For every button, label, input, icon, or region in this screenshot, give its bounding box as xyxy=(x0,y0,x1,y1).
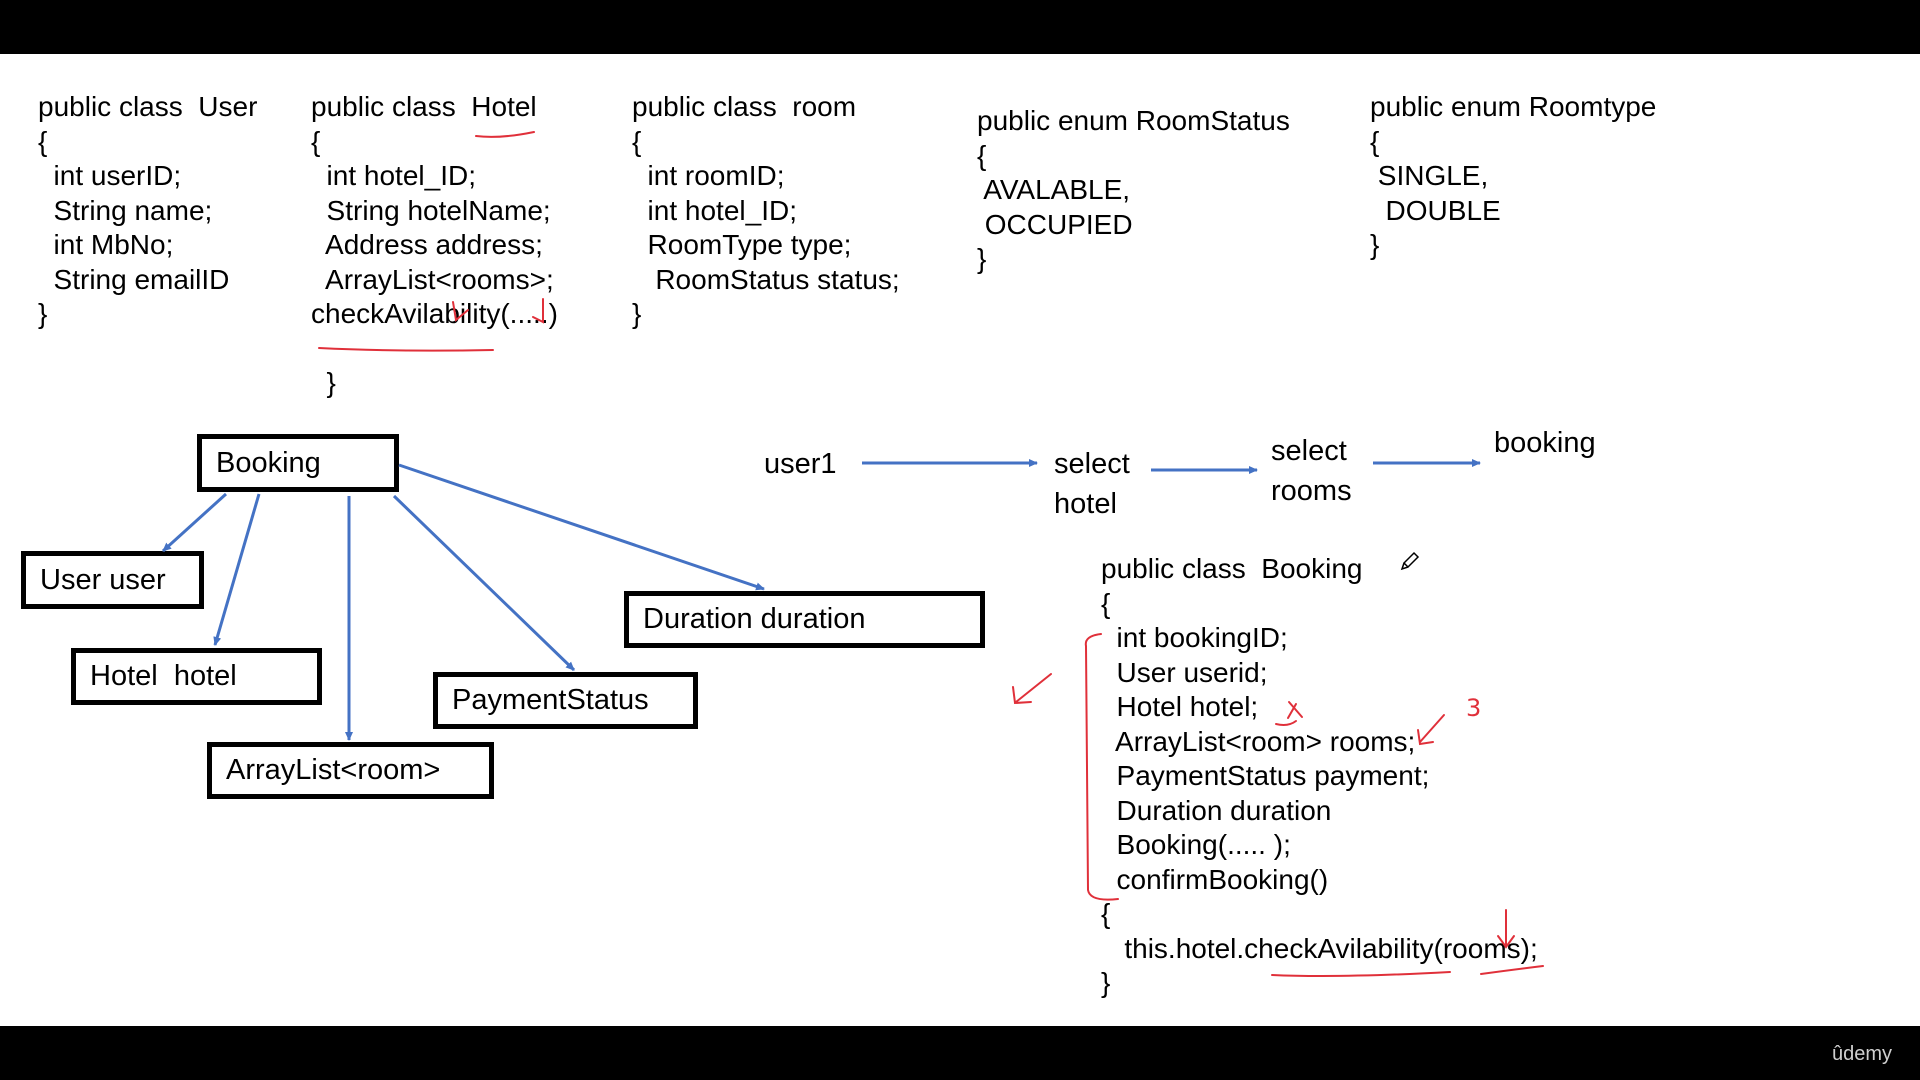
code-line: User userid; xyxy=(1101,656,1268,688)
code-line: { xyxy=(1370,125,1380,157)
code-line: int bookingID; xyxy=(1101,622,1288,653)
duration-duration-label: Duration duration xyxy=(643,603,866,635)
code-line: Duration duration xyxy=(1101,794,1332,826)
arraylist-room-box: ArrayList<room> xyxy=(207,742,494,799)
code-line: } xyxy=(977,243,987,274)
code-line: } xyxy=(38,298,48,329)
booking-root-label: Booking xyxy=(216,446,321,479)
code-line: ArrayList<rooms>; xyxy=(311,263,554,295)
underline-hotel xyxy=(475,131,535,138)
bracket-booking xyxy=(1084,633,1119,901)
code-line: { xyxy=(1101,587,1111,619)
code-line: } xyxy=(311,367,336,398)
code-line: RoomStatus status; xyxy=(632,263,900,295)
udemy-watermark: ûdemy xyxy=(1831,1043,1892,1065)
hotel-class-code: public class Hotel{ int hotel_ID; String… xyxy=(311,90,558,401)
code-line: } xyxy=(632,298,642,329)
code-line: public enum RoomStatus xyxy=(977,105,1290,136)
flow-select-hotel: select hotel xyxy=(1054,448,1130,520)
room-class-code: public class room{ int roomID; int hotel… xyxy=(632,90,900,332)
mark-3: 3 xyxy=(1466,694,1481,722)
user-user-label: User user xyxy=(40,563,166,596)
underline-checkavilability xyxy=(318,347,494,352)
code-line: DOUBLE xyxy=(1370,194,1501,226)
code-line: public class Hotel xyxy=(311,91,537,122)
underline-checkavilability-call xyxy=(1271,971,1451,977)
left-arrow-mark xyxy=(1012,673,1052,705)
code-line: int roomID; xyxy=(632,160,785,191)
hotel-hotel-box: Hotel hotel xyxy=(71,648,322,705)
duration-duration-box: Duration duration xyxy=(624,591,985,648)
booking-class-code: public class Booking{ int bookingID; Use… xyxy=(1101,552,1538,1001)
room-status-enum-code: public enum RoomStatus{ AVALABLE, OCCUPI… xyxy=(977,104,1290,277)
code-line: int userID; xyxy=(38,160,182,191)
flow-booking: booking xyxy=(1494,427,1596,459)
code-line: { xyxy=(632,125,642,157)
code-line: } xyxy=(1101,967,1111,998)
tick-mark-2 xyxy=(532,298,544,324)
code-line: SINGLE, xyxy=(1370,160,1489,191)
code-line: String emailID xyxy=(38,263,230,295)
code-line: } xyxy=(1370,229,1380,260)
arrow-booking-to-payment xyxy=(392,494,576,672)
code-line: public class Booking xyxy=(1101,553,1363,584)
user-class-code: public class User{ int userID; String na… xyxy=(38,90,257,332)
code-line: confirmBooking() xyxy=(1101,863,1329,895)
booking-root-box: Booking xyxy=(197,434,399,492)
flow-select-rooms: select rooms xyxy=(1271,435,1352,507)
code-line: Booking(..... ); xyxy=(1101,829,1291,860)
user-user-box: User user xyxy=(21,551,204,609)
code-line: String name; xyxy=(38,194,213,226)
arrow-booking-to-duration xyxy=(398,463,765,591)
slide xyxy=(0,54,1920,1026)
payment-status-box: PaymentStatus xyxy=(433,672,698,729)
code-line: checkAvilability(.....) xyxy=(311,298,558,329)
down-arrow-rooms xyxy=(1497,909,1515,949)
code-line: OCCUPIED xyxy=(977,208,1133,240)
code-line: PaymentStatus payment; xyxy=(1101,760,1430,791)
code-line: { xyxy=(977,139,987,171)
payment-status-label: PaymentStatus xyxy=(452,684,649,716)
code-line: int MbNo; xyxy=(38,229,174,260)
arraylist-room-label: ArrayList<room> xyxy=(226,754,441,786)
code-line: public enum Roomtype xyxy=(1370,91,1657,122)
hotel-hotel-label: Hotel hotel xyxy=(90,660,237,692)
code-line: Hotel hotel; xyxy=(1101,691,1259,722)
code-line: int hotel_ID; xyxy=(311,160,476,191)
room-type-enum-code: public enum Roomtype{ SINGLE, DOUBLE} xyxy=(1370,90,1656,263)
code-line: { xyxy=(1101,898,1111,929)
mark-rooms-arrow xyxy=(1417,714,1445,746)
code-line: String hotelName; xyxy=(311,194,551,226)
code-line: public class User xyxy=(38,91,258,122)
arrow-booking-to-hotel xyxy=(213,493,261,646)
code-line: AVALABLE, xyxy=(977,174,1131,205)
code-line: { xyxy=(38,125,48,157)
code-line: this.hotel.checkAvilability(rooms); xyxy=(1101,932,1538,964)
code-line: public class room xyxy=(632,91,857,122)
pen-cursor-icon xyxy=(1400,551,1420,571)
mark-x xyxy=(1275,701,1303,726)
code-line: Address address; xyxy=(311,229,543,260)
code-line: int hotel_ID; xyxy=(632,194,797,226)
flow-user1: user1 xyxy=(764,448,837,480)
code-line: ArrayList<room> rooms; xyxy=(1101,725,1416,757)
code-line: RoomType type; xyxy=(632,229,852,260)
underline-rooms xyxy=(1480,965,1544,975)
tick-mark-1 xyxy=(452,301,469,322)
code-line: { xyxy=(311,125,321,157)
arrow-booking-to-user xyxy=(161,492,228,553)
